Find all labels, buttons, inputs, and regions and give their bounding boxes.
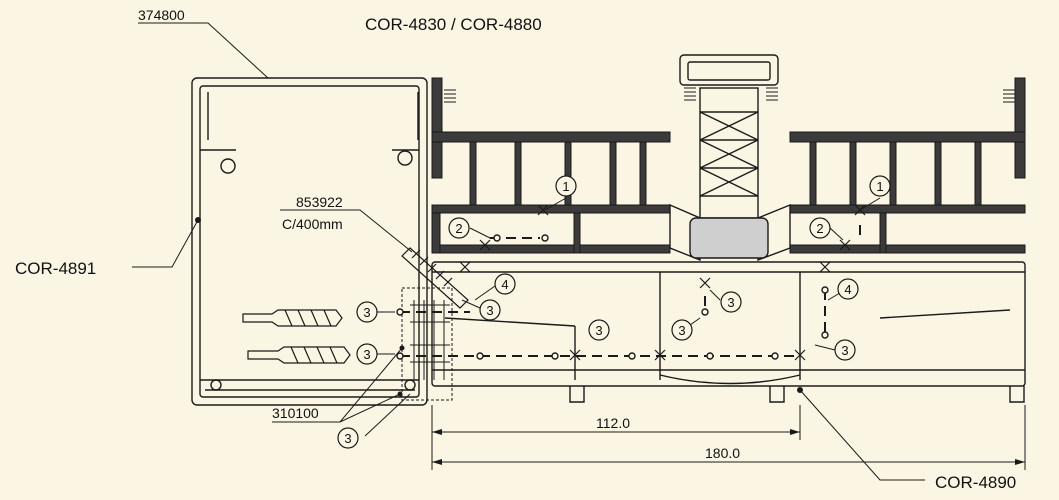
callout-3: 3	[344, 431, 351, 446]
callout-3: 3	[595, 323, 602, 338]
callout-3: 3	[363, 347, 370, 362]
profile-cor-4830-left	[431, 77, 671, 254]
callout-4: 4	[844, 282, 851, 297]
leader-dots	[195, 217, 803, 397]
label-cor-4891: COR-4891	[15, 259, 96, 278]
callout-3: 3	[841, 343, 848, 358]
screw-cluster-310100	[401, 287, 453, 401]
label-cor-4890: COR-4890	[935, 473, 1016, 492]
dimension-180: 180.0	[705, 445, 740, 461]
drill-bit-icon	[242, 309, 351, 364]
dimension-112: 112.0	[596, 415, 630, 431]
drainage-nodes	[396, 234, 829, 360]
profile-cor-4830-right	[789, 77, 1026, 254]
profile-cor-4891	[191, 77, 428, 406]
callout-1: 1	[562, 179, 569, 194]
screw-853922	[401, 247, 469, 309]
label-374800: 374800	[138, 7, 185, 23]
label-spacing: C/400mm	[282, 216, 343, 232]
callout-marks	[337, 175, 891, 449]
callout-3: 3	[678, 323, 685, 338]
callout-3: 3	[486, 303, 493, 318]
brush-seal-icon	[444, 87, 1015, 103]
callout-3: 3	[727, 295, 734, 310]
dimension-lines	[431, 405, 1026, 470]
label-310100: 310100	[272, 405, 319, 421]
leader-lines	[132, 22, 925, 481]
callout-2: 2	[455, 221, 462, 236]
insulation-core	[689, 217, 769, 259]
drain-valve-icon	[459, 204, 866, 361]
callout-4: 4	[501, 277, 508, 292]
callout-1: 1	[876, 179, 883, 194]
profile-cor-4890	[431, 261, 1026, 403]
callout-2: 2	[816, 221, 823, 236]
callout-3: 3	[363, 305, 370, 320]
label-853922: 853922	[296, 194, 343, 210]
drawing-title: COR-4830 / COR-4880	[365, 15, 542, 34]
callout-numbers: 1 1 2 2 4 4 3 3 3 3 3 3 3 3	[344, 179, 883, 446]
dimension-arrows	[432, 429, 1025, 465]
